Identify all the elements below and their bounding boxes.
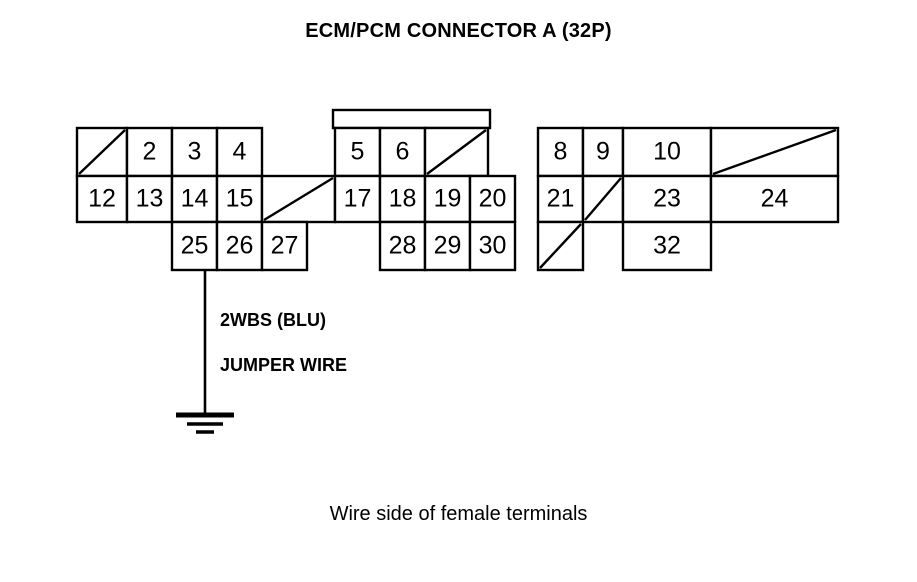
pin-23-box — [621, 174, 713, 224]
pin-13-number: 13 — [136, 185, 164, 213]
pin-26-number: 26 — [226, 232, 254, 260]
connector-pin-cell: 20 — [468, 174, 517, 224]
connector-pin-cell: 29 — [423, 220, 472, 272]
connector-pin-cell: 5 — [333, 126, 382, 178]
connector-pin-cell: 18 — [378, 174, 427, 224]
connector-pin-cell: 3 — [170, 126, 219, 178]
pin-30-number: 30 — [479, 232, 507, 260]
pin-28-number: 28 — [389, 232, 417, 260]
connector-pin-cell: 32 — [621, 220, 713, 272]
pin-17-number: 17 — [344, 185, 372, 213]
pin-25-box — [170, 220, 219, 272]
pin-2-number: 2 — [143, 138, 157, 166]
pin-24-box — [709, 174, 840, 224]
pin-30-box — [468, 220, 517, 272]
pin-25-number: 25 — [181, 232, 209, 260]
wire-color-label: 2WBS (BLU) — [220, 310, 326, 330]
connector-pin-cell: 27 — [260, 220, 309, 272]
pin-32-number: 32 — [653, 232, 681, 260]
connector-keying-tab — [331, 108, 492, 130]
pin-8-number: 8 — [554, 138, 568, 166]
connector-pin-cell: 9 — [581, 126, 625, 178]
pin-31-unused-slash — [539, 223, 582, 269]
connector-pin-cell — [75, 126, 129, 178]
connector-pin-cell: 25 — [170, 220, 219, 272]
pin-21-number: 21 — [547, 185, 575, 213]
pin-20-number: 20 — [479, 185, 507, 213]
connector-pin-cell — [709, 126, 840, 178]
connector-pin-cell — [260, 174, 337, 224]
connector-pin-cell: 28 — [378, 220, 427, 272]
pin-16-unused-slash — [263, 176, 334, 222]
jumper-wire-label: JUMPER WIRE — [220, 355, 348, 375]
pin-12-box — [75, 174, 129, 224]
connector-pin-cell: 24 — [709, 174, 840, 224]
connector-pin-cell: 13 — [125, 174, 174, 224]
pin-23-number: 23 — [653, 185, 681, 213]
connector-pin-cell: 4 — [215, 126, 264, 178]
pin-6-box — [378, 126, 427, 178]
pin-10-number: 10 — [653, 138, 681, 166]
connector-pin-cell: 26 — [215, 220, 264, 272]
connector-pin-cell: 19 — [423, 174, 472, 224]
page-title: ECM/PCM CONNECTOR A (32P) — [305, 20, 612, 42]
pin-18-number: 18 — [389, 185, 417, 213]
pin-12-number: 12 — [88, 185, 116, 213]
connector-pin-cell: 30 — [468, 220, 517, 272]
pin-29-number: 29 — [434, 232, 462, 260]
keying-tab-rect — [331, 108, 492, 130]
connector-pin-cell: 6 — [378, 126, 427, 178]
pin-9-box — [581, 126, 625, 178]
pin-19-number: 19 — [434, 185, 462, 213]
pin-17-box — [333, 174, 382, 224]
connector-pin-cell: 23 — [621, 174, 713, 224]
pin-8-box — [536, 126, 585, 178]
pin-27-number: 27 — [271, 232, 299, 260]
pin-11-unused-slash — [712, 128, 837, 176]
pin-15-number: 15 — [226, 185, 254, 213]
pin-14-box — [170, 174, 219, 224]
connector-pin-cell — [536, 220, 585, 272]
pin-3-number: 3 — [188, 138, 202, 166]
pin-6-number: 6 — [396, 138, 410, 166]
connector-pin-cell: 14 — [170, 174, 219, 224]
connector-pin-cell: 8 — [536, 126, 585, 178]
connector-pin-cell: 2 — [125, 126, 174, 178]
ground-symbol — [176, 412, 234, 434]
pin-21-box — [536, 174, 585, 224]
connector-pin-cell — [423, 126, 490, 178]
pin-27-box — [260, 220, 309, 272]
connector-pin-cell: 12 — [75, 174, 129, 224]
pin-32-box — [621, 220, 713, 272]
pin-7-unused-slash — [426, 129, 487, 175]
pin-24-number: 24 — [761, 185, 789, 213]
connector-pin-cell: 15 — [215, 174, 264, 224]
connector-pin-cell: 10 — [621, 126, 713, 178]
pin-1-unused-slash — [78, 129, 126, 175]
pin-28-box — [378, 220, 427, 272]
pin-19-box — [423, 174, 472, 224]
pin-5-number: 5 — [351, 138, 365, 166]
connector-pin-cell — [581, 174, 625, 224]
diagram-caption: Wire side of female terminals — [329, 503, 588, 525]
pin-22-unused-slash — [584, 177, 622, 221]
connector-pin-cell: 21 — [536, 174, 585, 224]
pin-9-number: 9 — [596, 138, 610, 166]
pin-14-number: 14 — [181, 185, 209, 213]
pin-4-box — [215, 126, 264, 178]
connector-pin-cell: 17 — [333, 174, 382, 224]
pin-4-number: 4 — [233, 138, 247, 166]
